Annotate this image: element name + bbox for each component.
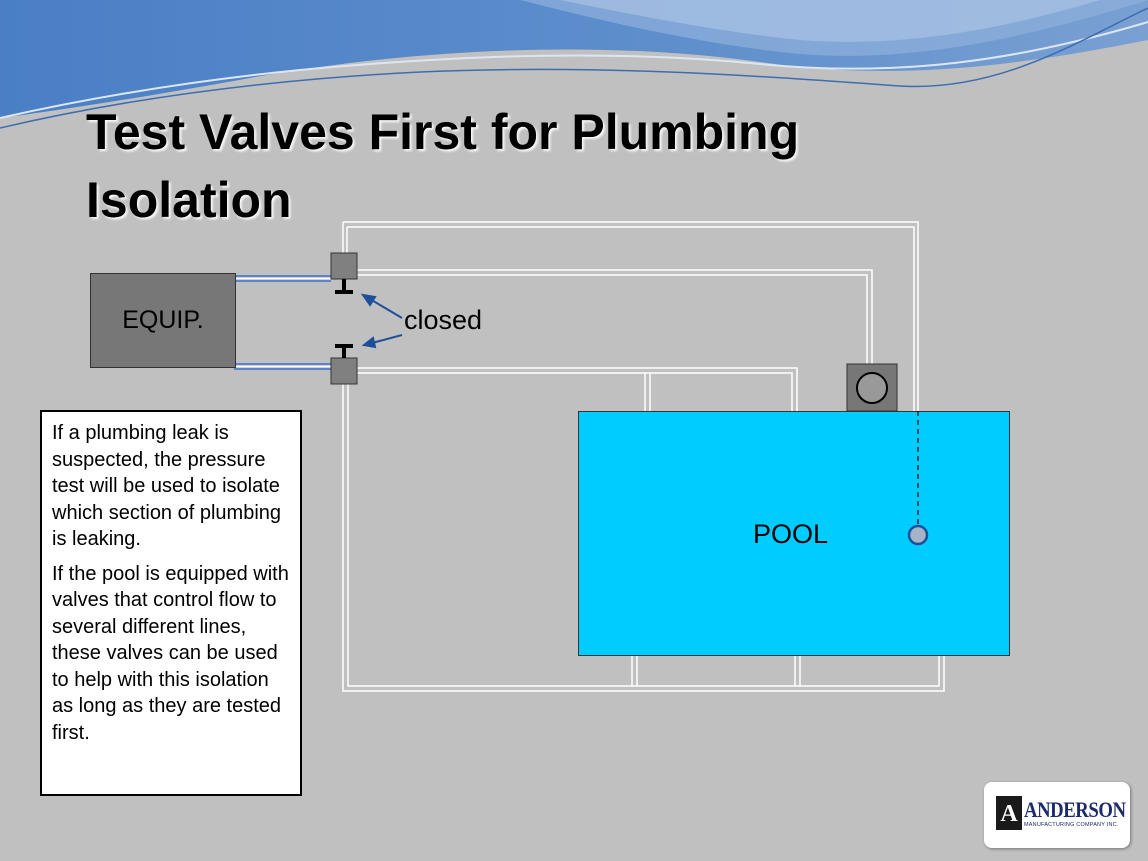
valve-state-label: closed <box>404 305 483 335</box>
pipe-under-pool <box>631 654 801 686</box>
arrow-icon <box>360 293 403 319</box>
arrow-icon <box>361 334 403 349</box>
company-logo: A ANDERSON MANUFACTURING COMPANY INC. <box>984 782 1130 848</box>
logo-subtitle: MANUFACTURING COMPANY INC. <box>1024 822 1119 828</box>
valve-icon <box>330 344 358 385</box>
skimmer-icon <box>846 363 898 412</box>
header-wave <box>0 0 1148 129</box>
slide-title: Test Valves First for Plumbing Isolation <box>86 98 986 234</box>
pipe-valve-risers <box>342 222 945 692</box>
logo-mark-icon: A <box>996 796 1022 830</box>
pipe-return-line <box>357 269 873 364</box>
equipment-label: EQUIP. <box>122 306 204 334</box>
pipe-suction-line <box>357 367 798 411</box>
explanation-paragraph-1: If a plumbing leak is suspected, the pre… <box>52 422 282 550</box>
equipment-box: EQUIP. <box>90 273 236 368</box>
title-line-2: Isolation <box>86 172 292 228</box>
explanation-box: If a plumbing leak is suspected, the pre… <box>40 410 302 796</box>
title-line-1: Test Valves First for Plumbing <box>86 104 800 160</box>
pipe-to-equipment <box>234 275 331 370</box>
pool-label: POOL <box>753 519 829 549</box>
explanation-paragraph-2: If the pool is equipped with valves that… <box>52 562 289 744</box>
pipe-outer-loop <box>343 221 919 411</box>
pool-box <box>578 411 1010 656</box>
valve-icon <box>330 252 358 294</box>
logo-name: ANDERSON <box>1024 797 1126 822</box>
